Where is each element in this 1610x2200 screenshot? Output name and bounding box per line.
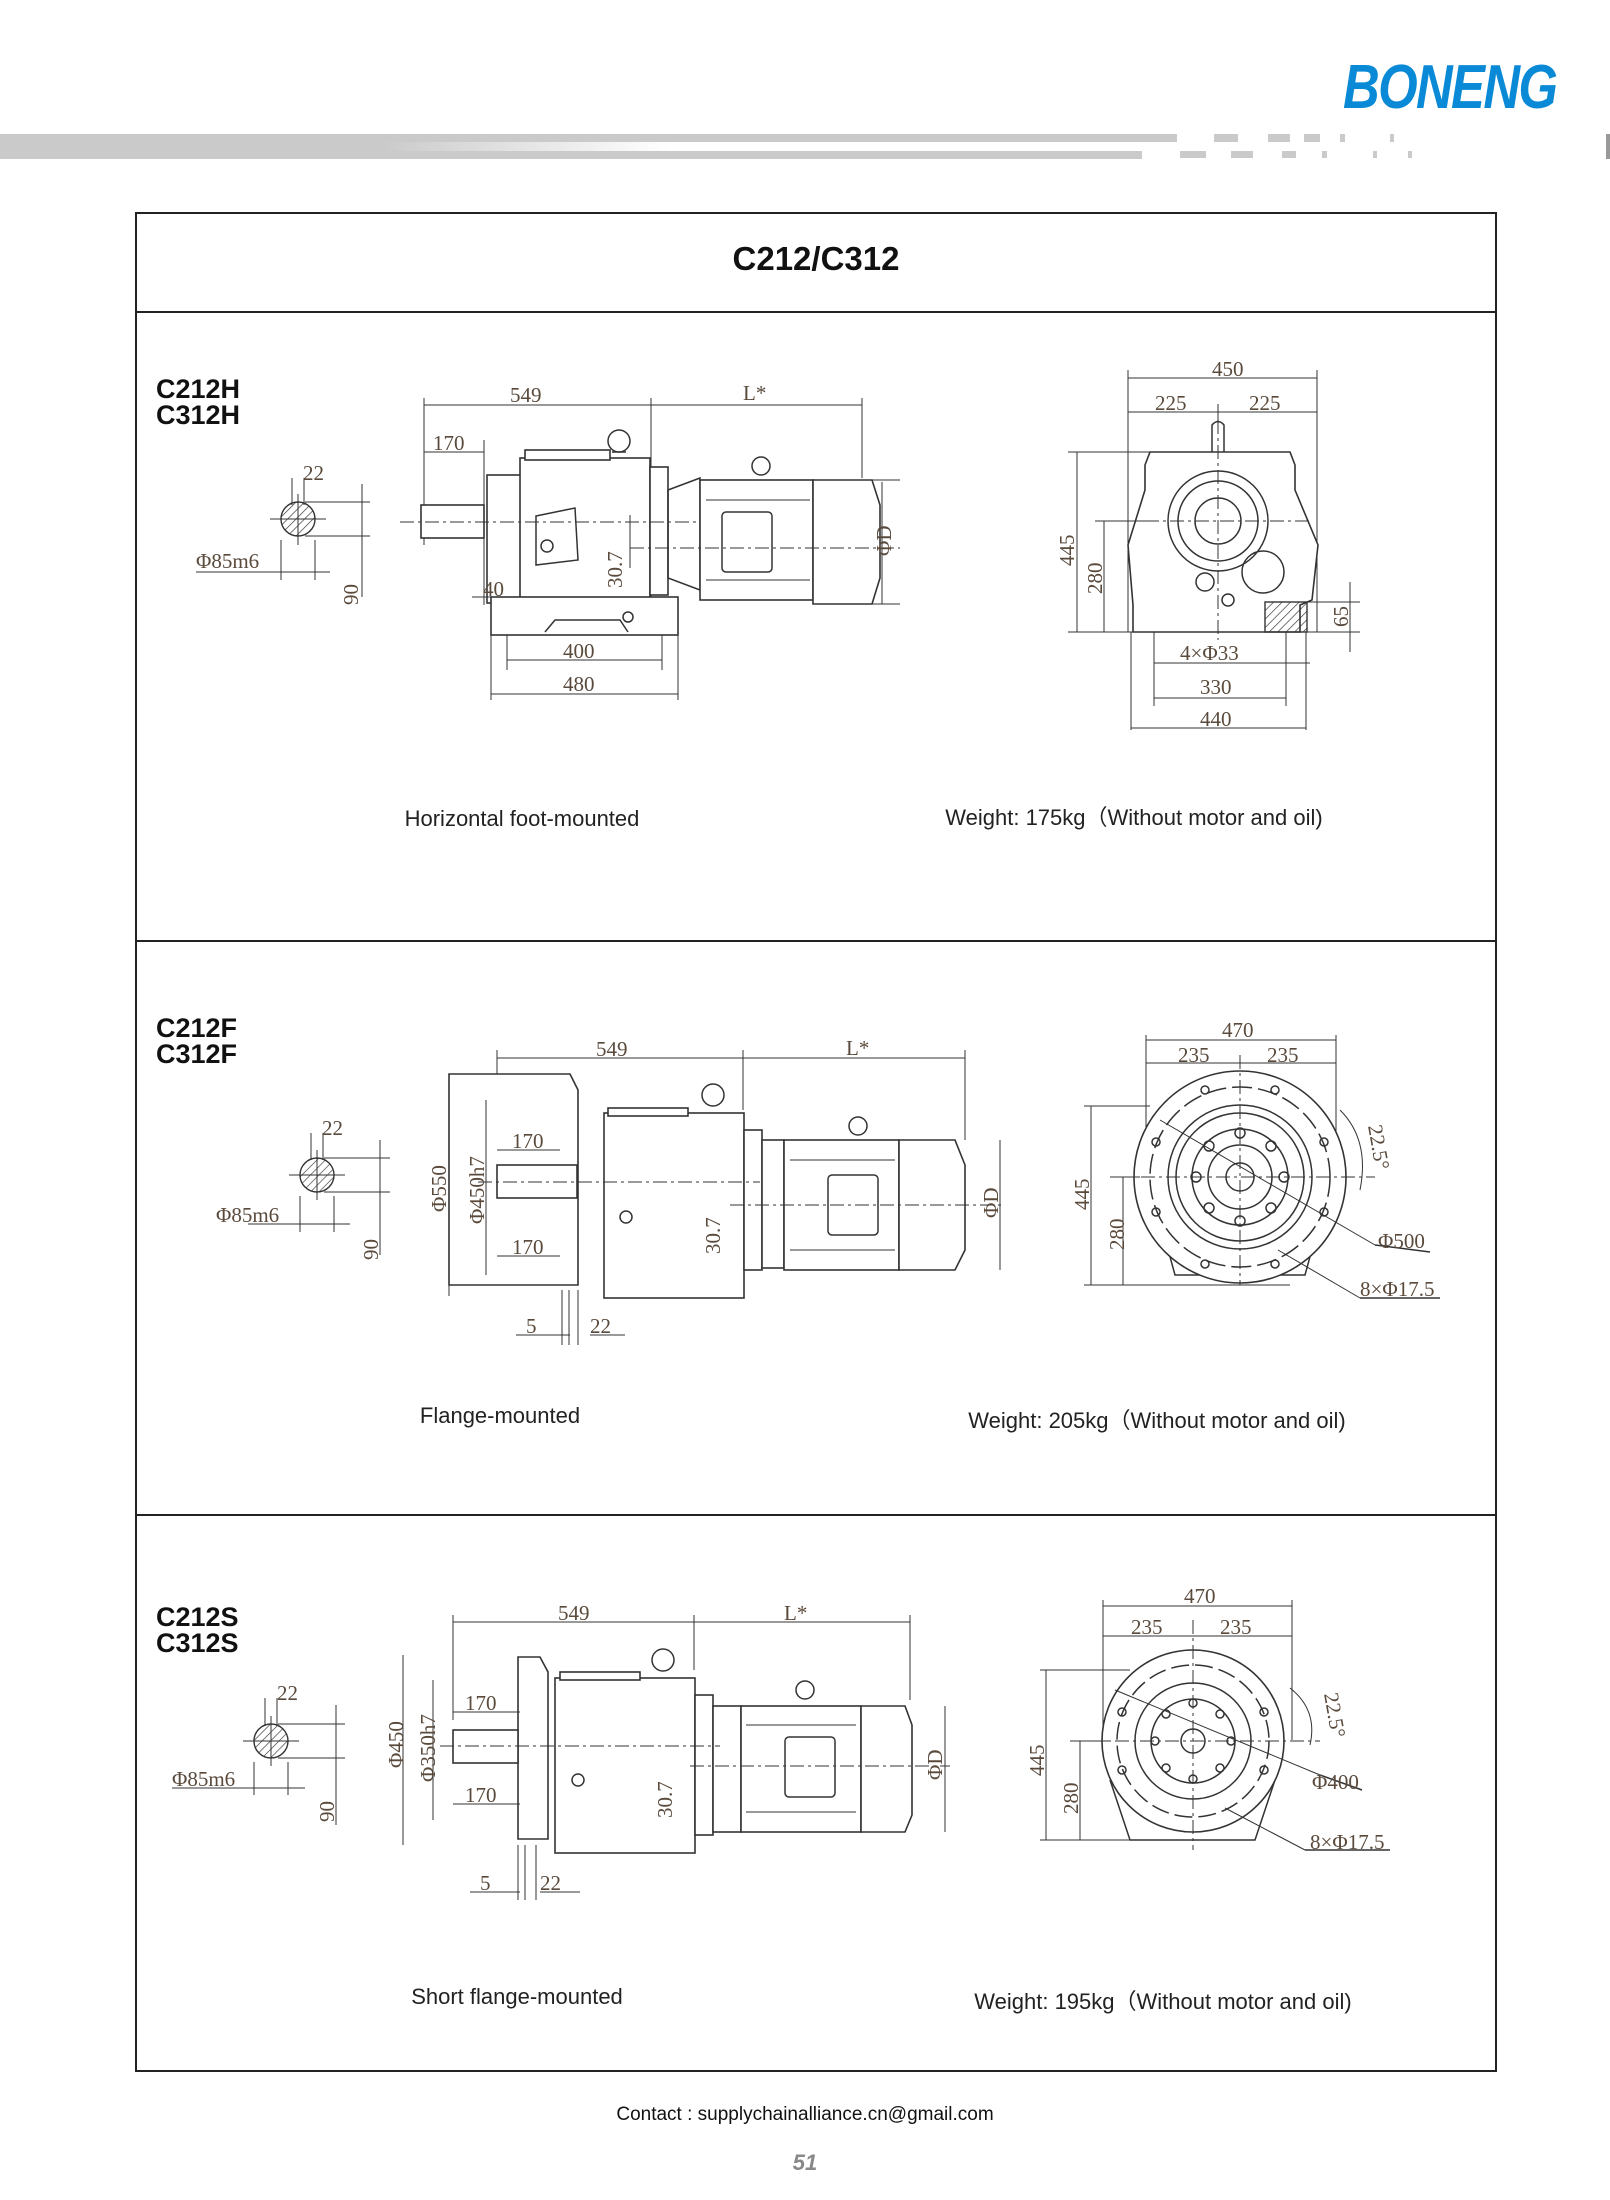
dim-height: 445 <box>1025 1745 1049 1777</box>
dim-shaft-height: 90 <box>359 1239 383 1260</box>
dim-shaft-dia: Φ85m6 <box>196 549 259 573</box>
mount-caption: Horizontal foot-mounted <box>404 806 640 831</box>
page-title: C212/C312 <box>732 240 900 277</box>
dim-half-left: 235 <box>1131 1615 1163 1639</box>
dim-shaft-length-top: 170 <box>465 1691 497 1715</box>
dim-flange-thickness: 22 <box>540 1871 561 1895</box>
side-view-h: 549 L* 170 30.7 40 400 480 ΦD <box>400 381 900 700</box>
dim-motor-length: L* <box>846 1036 869 1060</box>
dim-flange-dia: Φ550 <box>427 1165 451 1212</box>
dim-offset: 30.7 <box>701 1217 725 1254</box>
shaft-section-h: 22 Φ85m6 90 <box>196 461 370 605</box>
mount-caption: Short flange-mounted <box>411 1984 623 2009</box>
dim-offset: 30.7 <box>603 551 627 588</box>
dim-overall-length: 549 <box>596 1037 628 1061</box>
dim-base-outer: 480 <box>563 672 595 696</box>
spec-table <box>135 212 1497 2072</box>
boneng-logo: BONENG <box>1343 53 1558 122</box>
dim-holes: 8×Φ17.5 <box>1360 1277 1434 1301</box>
mount-caption: Flange-mounted <box>419 1403 581 1428</box>
dim-motor-dia: ΦD <box>923 1749 947 1780</box>
shaft-section-f: 22 Φ85m6 90 <box>216 1116 390 1260</box>
dim-gap: 40 <box>483 577 504 601</box>
dim-flange-thickness: 22 <box>590 1314 611 1338</box>
divider <box>135 1514 1497 1516</box>
dim-spigot-dia: Φ350h7 <box>416 1714 440 1782</box>
dim-axis-height: 280 <box>1105 1219 1129 1251</box>
dim-hole-span: 330 <box>1200 675 1232 699</box>
front-view-h: 450 225 225 445 280 65 4×Φ33 330 440 <box>1055 357 1360 731</box>
weight-caption: Weight: 195kg（Without motor and oil) <box>974 1989 1352 2014</box>
dim-half-right: 225 <box>1249 391 1281 415</box>
side-view-s: 549 L* 170 170 Φ450 Φ350h7 30.7 ΦD 5 22 <box>384 1601 950 1900</box>
dim-shaft-height: 90 <box>339 584 363 605</box>
dim-half-right: 235 <box>1220 1615 1252 1639</box>
dim-flange-dia: Φ450 <box>384 1721 408 1768</box>
dim-spigot: 5 <box>526 1314 537 1338</box>
dim-shaft-length-bottom: 170 <box>512 1235 544 1259</box>
dim-axis-height: 280 <box>1059 1783 1083 1815</box>
front-view-f: 470 235 235 445 280 22.5° Φ500 8×Φ17.5 <box>1070 1018 1440 1301</box>
dim-shaft-length-top: 170 <box>512 1129 544 1153</box>
dim-shaft-dia: Φ85m6 <box>172 1767 235 1791</box>
dim-motor-length: L* <box>784 1601 807 1625</box>
shaft-section-s: 22 Φ85m6 90 <box>172 1681 345 1825</box>
dim-base-inner: 400 <box>563 639 595 663</box>
dim-shaft-length-bottom: 170 <box>465 1783 497 1807</box>
dim-pcd: Φ400 <box>1312 1770 1359 1794</box>
page-number: 51 <box>792 2150 818 2175</box>
dim-foot: 65 <box>1329 606 1353 627</box>
dim-key: 22 <box>277 1681 298 1705</box>
dim-overall-length: 549 <box>510 383 542 407</box>
divider <box>135 940 1497 942</box>
dim-angle: 22.5° <box>1363 1123 1394 1172</box>
dim-motor-dia: ΦD <box>979 1187 1003 1218</box>
divider <box>135 311 1497 313</box>
dim-overall-length: 549 <box>558 1601 590 1625</box>
dim-pcd: Φ500 <box>1378 1229 1425 1253</box>
dim-key: 22 <box>303 461 324 485</box>
dim-offset: 30.7 <box>653 1781 677 1818</box>
dim-holes: 8×Φ17.5 <box>1310 1830 1384 1854</box>
dim-foot-width: 440 <box>1200 707 1232 731</box>
dim-width: 450 <box>1212 357 1244 381</box>
dim-motor-dia: ΦD <box>872 525 896 556</box>
dim-shaft-dia: Φ85m6 <box>216 1203 279 1227</box>
dim-axis-height: 280 <box>1083 563 1107 595</box>
dim-shaft-length: 170 <box>433 431 465 455</box>
weight-caption: Weight: 205kg（Without motor and oil) <box>968 1408 1346 1433</box>
dim-spigot: 5 <box>480 1871 491 1895</box>
dim-width: 470 <box>1184 1584 1216 1608</box>
side-view-f: 549 L* 170 170 Φ550 Φ450h7 30.7 ΦD 5 22 <box>427 1036 1005 1345</box>
dim-spigot-dia: Φ450h7 <box>465 1156 489 1224</box>
dim-key: 22 <box>322 1116 343 1140</box>
dim-holes: 4×Φ33 <box>1180 641 1239 665</box>
dim-height: 445 <box>1055 535 1079 567</box>
dim-half-left: 235 <box>1178 1043 1210 1067</box>
weight-caption: Weight: 175kg（Without motor and oil) <box>945 805 1323 830</box>
dim-width: 470 <box>1222 1018 1254 1042</box>
dim-angle: 22.5° <box>1319 1691 1350 1740</box>
dim-half-left: 225 <box>1155 391 1187 415</box>
contact-email: Contact : supplychainalliance.cn@gmail.c… <box>616 2104 994 2125</box>
dim-shaft-height: 90 <box>315 1801 339 1822</box>
dim-motor-length: L* <box>743 381 766 405</box>
front-view-s: 470 235 235 445 280 22.5° Φ400 8×Φ17.5 <box>1025 1584 1390 1854</box>
dim-height: 445 <box>1070 1179 1094 1211</box>
dim-half-right: 235 <box>1267 1043 1299 1067</box>
